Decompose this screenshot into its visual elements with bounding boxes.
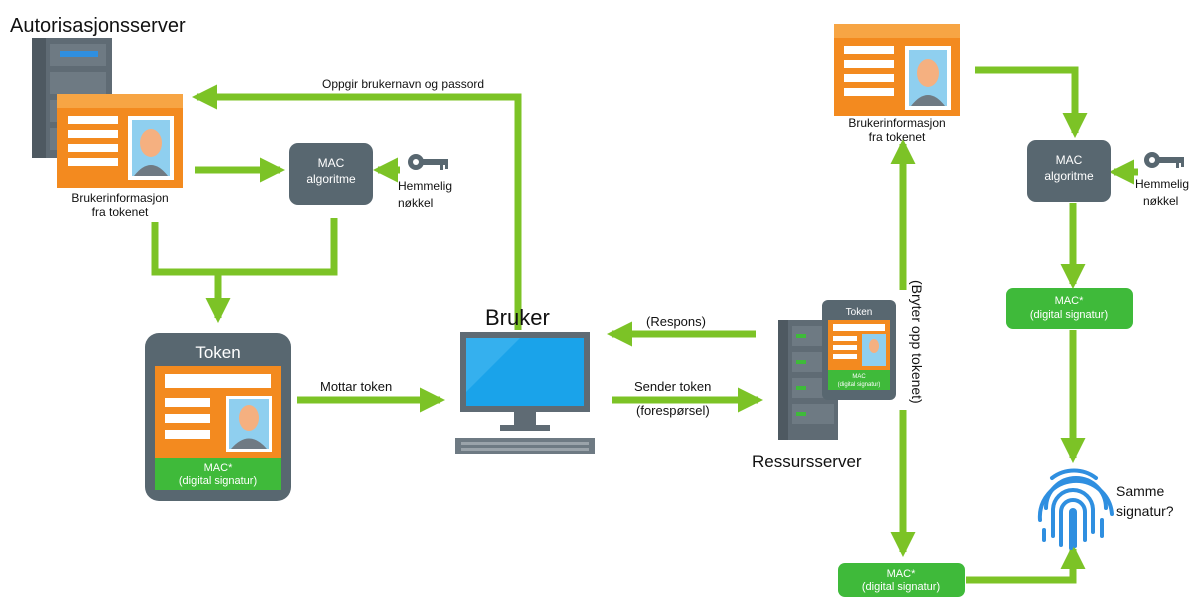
- resource-key-icon: [1144, 152, 1184, 168]
- token-mac-label-2: (digital signatur): [179, 475, 257, 487]
- received-mac-box: MAC* (digital signatur): [838, 563, 965, 597]
- token-card: Token MAC* (digital signatur): [145, 333, 291, 501]
- id-card-icon: [57, 94, 183, 188]
- received-mac-line-1: MAC*: [887, 568, 916, 580]
- user-title: Bruker: [485, 305, 550, 330]
- arrow-userinfo-to-token: [151, 218, 338, 276]
- arrow-userinfo-to-mac-right: [975, 66, 1088, 139]
- auth-userinfo-label-1: Brukerinformasjon: [71, 191, 168, 205]
- resource-mac-algorithm-box: MAC algoritme: [1027, 140, 1111, 202]
- mini-token-mac-1: MAC: [852, 374, 866, 380]
- arrow-received-to-fingerprint: [966, 543, 1086, 584]
- computed-mac-box: MAC* (digital signatur): [1006, 288, 1133, 329]
- question-line-1: Samme: [1116, 483, 1164, 499]
- mini-token-card: Token MAC (digital signatur): [822, 300, 896, 400]
- auth-server-title: Autorisasjonsserver: [10, 15, 186, 37]
- auth-userinfo-label-2: fra tokenet: [92, 205, 149, 219]
- resource-mac-line-2: algoritme: [1044, 169, 1094, 183]
- mac-box-line-2: algoritme: [306, 172, 356, 186]
- response-label: (Respons): [646, 314, 706, 329]
- question-line-2: signatur?: [1116, 503, 1174, 519]
- resource-secret-key-2: nøkkel: [1143, 194, 1178, 208]
- sends-token-label-1: Sender token: [634, 379, 711, 394]
- secret-key-label-1: Hemmelig: [398, 179, 452, 193]
- token-card-title: Token: [195, 343, 240, 362]
- flow-arrows: [151, 66, 1138, 584]
- received-mac-line-2: (digital signatur): [862, 581, 940, 593]
- mac-algorithm-box: MAC algoritme: [289, 143, 373, 205]
- mini-token-mac-2: (digital signatur): [838, 382, 881, 388]
- secret-key-label-2: nøkkel: [398, 196, 433, 210]
- sends-token-label-2: (forespørsel): [636, 403, 710, 418]
- key-icon: [408, 154, 448, 170]
- computed-mac-line-1: MAC*: [1055, 295, 1084, 307]
- resource-userinfo-label-2: fra tokenet: [869, 130, 926, 144]
- token-mac-label-1: MAC*: [204, 462, 233, 474]
- computer-icon: [455, 332, 595, 454]
- arrow-login-to-auth: [191, 84, 522, 330]
- fingerprint-icon: [1037, 468, 1114, 550]
- resource-server: Token MAC (digital signatur) Ressursserv…: [752, 24, 1189, 597]
- resource-userinfo-label-1: Brukerinformasjon: [848, 116, 945, 130]
- token-id-card-icon: [155, 366, 281, 458]
- breaks-token-label: (Bryter opp tokenet): [909, 280, 925, 404]
- auth-server: Autorisasjonsserver Brukerinformasjon fr…: [10, 15, 452, 219]
- receives-token-label: Mottar token: [320, 379, 392, 394]
- mini-token-title: Token: [846, 307, 873, 318]
- mac-box-line-1: MAC: [318, 156, 345, 170]
- resource-mac-line-1: MAC: [1056, 153, 1083, 167]
- resource-secret-key-1: Hemmelig: [1135, 177, 1189, 191]
- login-label: Oppgir brukernavn og passord: [322, 77, 484, 91]
- user-section: Oppgir brukernavn og passord Bruker Mott…: [320, 77, 711, 454]
- computed-mac-line-2: (digital signatur): [1030, 309, 1108, 321]
- resource-server-title: Ressursserver: [752, 452, 862, 471]
- resource-id-card-icon: [834, 24, 960, 116]
